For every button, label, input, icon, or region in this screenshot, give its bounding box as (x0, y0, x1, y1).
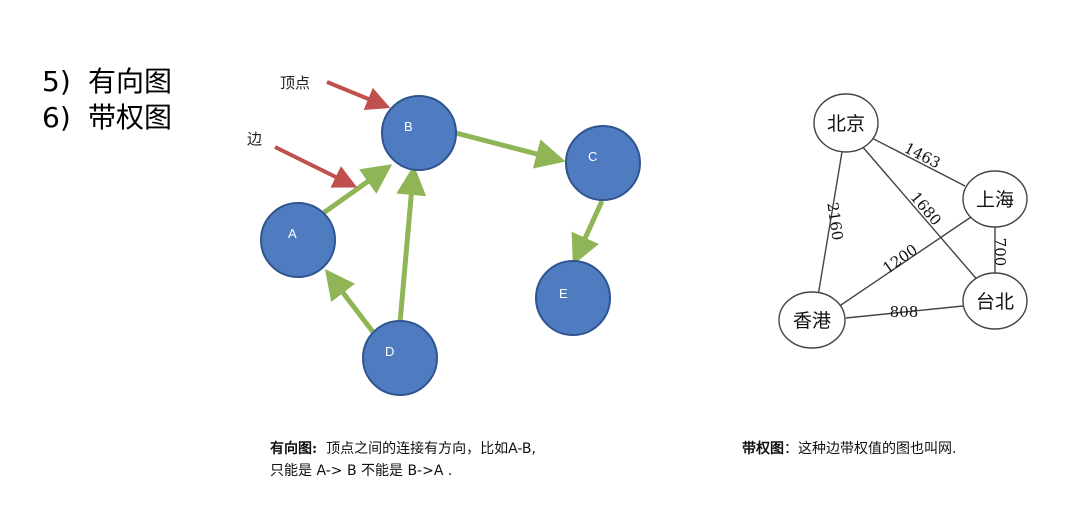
edge-c-e (571, 199, 605, 266)
pointer-arrows (274, 80, 391, 188)
edge-beijing-taipei (860, 144, 981, 284)
heading-text: 带权图 (88, 101, 173, 134)
node-b-label: B (404, 119, 413, 134)
heading-text: 有向图 (88, 65, 173, 98)
weight-1463: 1463 (901, 139, 943, 172)
directed-nodes: A B C D E (260, 95, 641, 396)
weighted-caption-text: ：这种边带权值的图也叫网. (784, 441, 957, 457)
node-a: A (260, 202, 336, 278)
heading-number: 5) (42, 65, 71, 98)
vertex-pointer-arrow (326, 80, 391, 111)
heading-list: 5) 有向图 6) 带权图 (42, 64, 172, 136)
vertex-label: 顶点 (280, 74, 311, 92)
directed-caption-title: 有向图: (270, 441, 318, 457)
node-hongkong: 香港 (778, 291, 846, 349)
edge-hongkong-taipei (845, 305, 964, 319)
node-b: B (381, 95, 457, 171)
weighted-caption: 带权图：这种边带权值的图也叫网. (742, 438, 956, 460)
directed-caption-text1: 顶点之间的连接有方向，比如A-B, (326, 441, 536, 457)
node-shanghai: 上海 (962, 170, 1028, 228)
weighted-graph: 北京 上海 香港 台北 1463 1680 2160 700 1200 808 (778, 93, 1028, 349)
node-e: E (535, 260, 611, 336)
edge-d-b (396, 165, 427, 324)
node-hongkong-label: 香港 (793, 310, 831, 332)
edge-beijing-hongkong (817, 151, 843, 297)
node-taipei-label: 台北 (976, 291, 1014, 313)
node-c: C (565, 125, 641, 201)
node-c-label: C (588, 149, 597, 164)
heading-item-directed: 5) 有向图 (42, 64, 172, 100)
weighted-nodes: 北京 上海 香港 台北 (778, 93, 1028, 349)
node-taipei: 台北 (962, 272, 1028, 330)
edge-a-b (320, 164, 393, 217)
directed-caption-line1: 有向图: 顶点之间的连接有方向，比如A-B, (270, 438, 536, 460)
weighted-caption-title: 带权图 (742, 441, 784, 457)
node-shanghai-label: 上海 (976, 189, 1014, 211)
node-a-label: A (288, 226, 297, 241)
node-beijing-label: 北京 (827, 113, 865, 135)
weight-1200: 1200 (879, 241, 921, 278)
node-e-label: E (559, 286, 568, 301)
directed-caption: 有向图: 顶点之间的连接有方向，比如A-B, 只能是 A-> B 不能是 B->… (270, 438, 536, 482)
weight-808: 808 (890, 303, 919, 321)
weight-700: 700 (991, 238, 1009, 267)
node-d: D (362, 320, 438, 396)
weighted-edges (817, 134, 996, 319)
edge-shanghai-hongkong (837, 214, 975, 308)
directed-caption-line2: 只能是 A-> B 不能是 B->A . (270, 463, 453, 479)
edge-pointer-arrow (274, 145, 358, 188)
heading-number: 6) (42, 101, 71, 134)
node-d-label: D (385, 344, 394, 359)
weight-1680: 1680 (907, 188, 945, 229)
edge-label: 边 (247, 130, 263, 148)
directed-edges (320, 130, 605, 334)
heading-item-weighted: 6) 带权图 (42, 100, 172, 136)
weight-2160: 2160 (823, 201, 846, 241)
edge-beijing-shanghai (865, 134, 966, 187)
edge-d-a (324, 269, 375, 334)
node-beijing: 北京 (813, 93, 879, 153)
edge-b-c (455, 130, 566, 169)
